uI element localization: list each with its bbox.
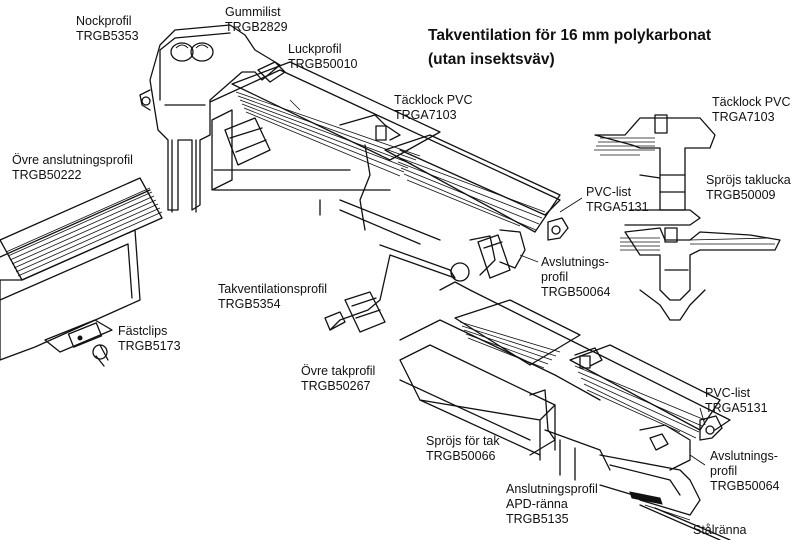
label-ovre-anslutningsprofil-code: TRGB50222 <box>12 168 82 182</box>
label-sprojs-for-tak: Spröjs för tak TRGB50066 <box>426 434 500 464</box>
label-ovre-takprofil-name: Övre takprofil <box>301 364 376 378</box>
label-anslutningsprofil-code: TRGB5135 <box>506 512 569 526</box>
pvc-list-top-part <box>547 217 569 241</box>
label-gummilist: Gummilist TRGB2829 <box>225 5 288 35</box>
label-ovre-takprofil: Övre takprofil TRGB50267 <box>301 364 375 394</box>
label-avslutningsprofil-mid-code: TRGB50064 <box>541 285 611 299</box>
label-luckprofil-name: Luckprofil <box>288 42 342 56</box>
label-takventilationsprofil: Takventilationsprofil TRGB5354 <box>218 282 327 312</box>
nockprofil-part <box>139 24 281 213</box>
label-pvc-list-top-name: PVC-list <box>586 185 632 199</box>
label-avslutningsprofil-bottom-name1: Avslutnings- <box>710 449 778 463</box>
label-pvc-list-bottom-name: PVC-list <box>705 386 751 400</box>
label-gummilist-name: Gummilist <box>225 5 281 19</box>
label-avslutningsprofil-bottom: Avslutnings- profil TRGB50064 <box>710 449 779 494</box>
label-avslutningsprofil-mid-name2: profil <box>541 270 569 284</box>
fastclips-part <box>44 319 113 367</box>
label-luckprofil: Luckprofil TRGB50010 <box>288 42 357 72</box>
diagram-title-line1: Takventilation för 16 mm polykarbonat <box>428 27 712 44</box>
left-roof-panel <box>0 177 163 367</box>
pvc-list-bottom-part <box>699 415 723 441</box>
leader-lines <box>519 197 706 521</box>
label-tacklock-right: Täcklock PVC TRGA7103 <box>712 95 791 125</box>
label-luckprofil-code: TRGB50010 <box>288 57 358 71</box>
diagram-title-line2: (utan insektsväv) <box>428 51 555 68</box>
label-pvc-list-bottom: PVC-list TRGA5131 <box>705 386 768 416</box>
takventilationsprofil-part <box>324 244 470 333</box>
label-avslutningsprofil-bottom-code: TRGB50064 <box>710 479 780 493</box>
label-nockprofil-code: TRGB5353 <box>76 29 139 43</box>
label-anslutningsprofil-name2: APD-ränna <box>506 497 568 511</box>
label-tacklock-right-code: TRGA7103 <box>712 110 775 124</box>
label-stalranna-name: Stålränna <box>693 523 747 537</box>
label-stalranna: Stålränna <box>693 523 747 538</box>
label-takventilationsprofil-name: Takventilationsprofil <box>218 282 328 296</box>
right-detail-part <box>594 114 781 321</box>
label-pvc-list-top: PVC-list TRGA5131 <box>586 185 649 215</box>
label-nockprofil: Nockprofil TRGB5353 <box>76 14 139 44</box>
label-avslutningsprofil-mid-name1: Avslutnings- <box>541 255 609 269</box>
label-anslutningsprofil: Anslutningsprofil APD-ränna TRGB5135 <box>506 482 598 527</box>
label-fastclips-code: TRGB5173 <box>118 339 181 353</box>
label-takventilationsprofil-code: TRGB5354 <box>218 297 281 311</box>
label-anslutningsprofil-name1: Anslutningsprofil <box>506 482 598 496</box>
sprojs-for-tak-part <box>529 389 611 481</box>
avslutningsprofil-mid-part <box>469 229 526 279</box>
label-pvc-list-top-code: TRGA5131 <box>586 200 649 214</box>
anslutningsprofil-apd-ranna-part <box>599 454 701 516</box>
label-avslutningsprofil-mid: Avslutnings- profil TRGB50064 <box>541 255 610 300</box>
label-ovre-anslutningsprofil-name: Övre anslutningsprofil <box>12 153 133 167</box>
label-tacklock-top-code: TRGA7103 <box>394 108 457 122</box>
stalranna-part <box>629 491 731 540</box>
gummilist-part <box>170 42 214 62</box>
label-sprojs-taklucka-code: TRGB50009 <box>706 188 776 202</box>
label-fastclips-name: Fästclips <box>118 324 168 338</box>
label-ovre-takprofil-code: TRGB50267 <box>301 379 371 393</box>
label-gummilist-code: TRGB2829 <box>225 20 288 34</box>
label-sprojs-for-tak-name: Spröjs för tak <box>426 434 500 448</box>
label-avslutningsprofil-bottom-name2: profil <box>710 464 738 478</box>
label-ovre-anslutningsprofil: Övre anslutningsprofil TRGB50222 <box>12 153 133 183</box>
label-pvc-list-bottom-code: TRGA5131 <box>705 401 768 415</box>
label-fastclips: Fästclips TRGB5173 <box>118 324 181 354</box>
tacklock-top-part <box>319 114 569 279</box>
avslutningsprofil-bottom-part <box>639 424 691 471</box>
label-sprojs-taklucka-name: Spröjs taklucka <box>706 173 791 187</box>
label-nockprofil-name: Nockprofil <box>76 14 132 28</box>
label-tacklock-top-name: Täcklock PVC <box>394 93 473 107</box>
label-tacklock-top: Täcklock PVC TRGA7103 <box>394 93 473 123</box>
label-sprojs-for-tak-code: TRGB50066 <box>426 449 496 463</box>
ovre-takprofil-part <box>399 281 731 540</box>
label-tacklock-right-name: Täcklock PVC <box>712 95 791 109</box>
label-sprojs-taklucka: Spröjs taklucka TRGB50009 <box>706 173 791 203</box>
luckprofil-part <box>209 61 561 216</box>
